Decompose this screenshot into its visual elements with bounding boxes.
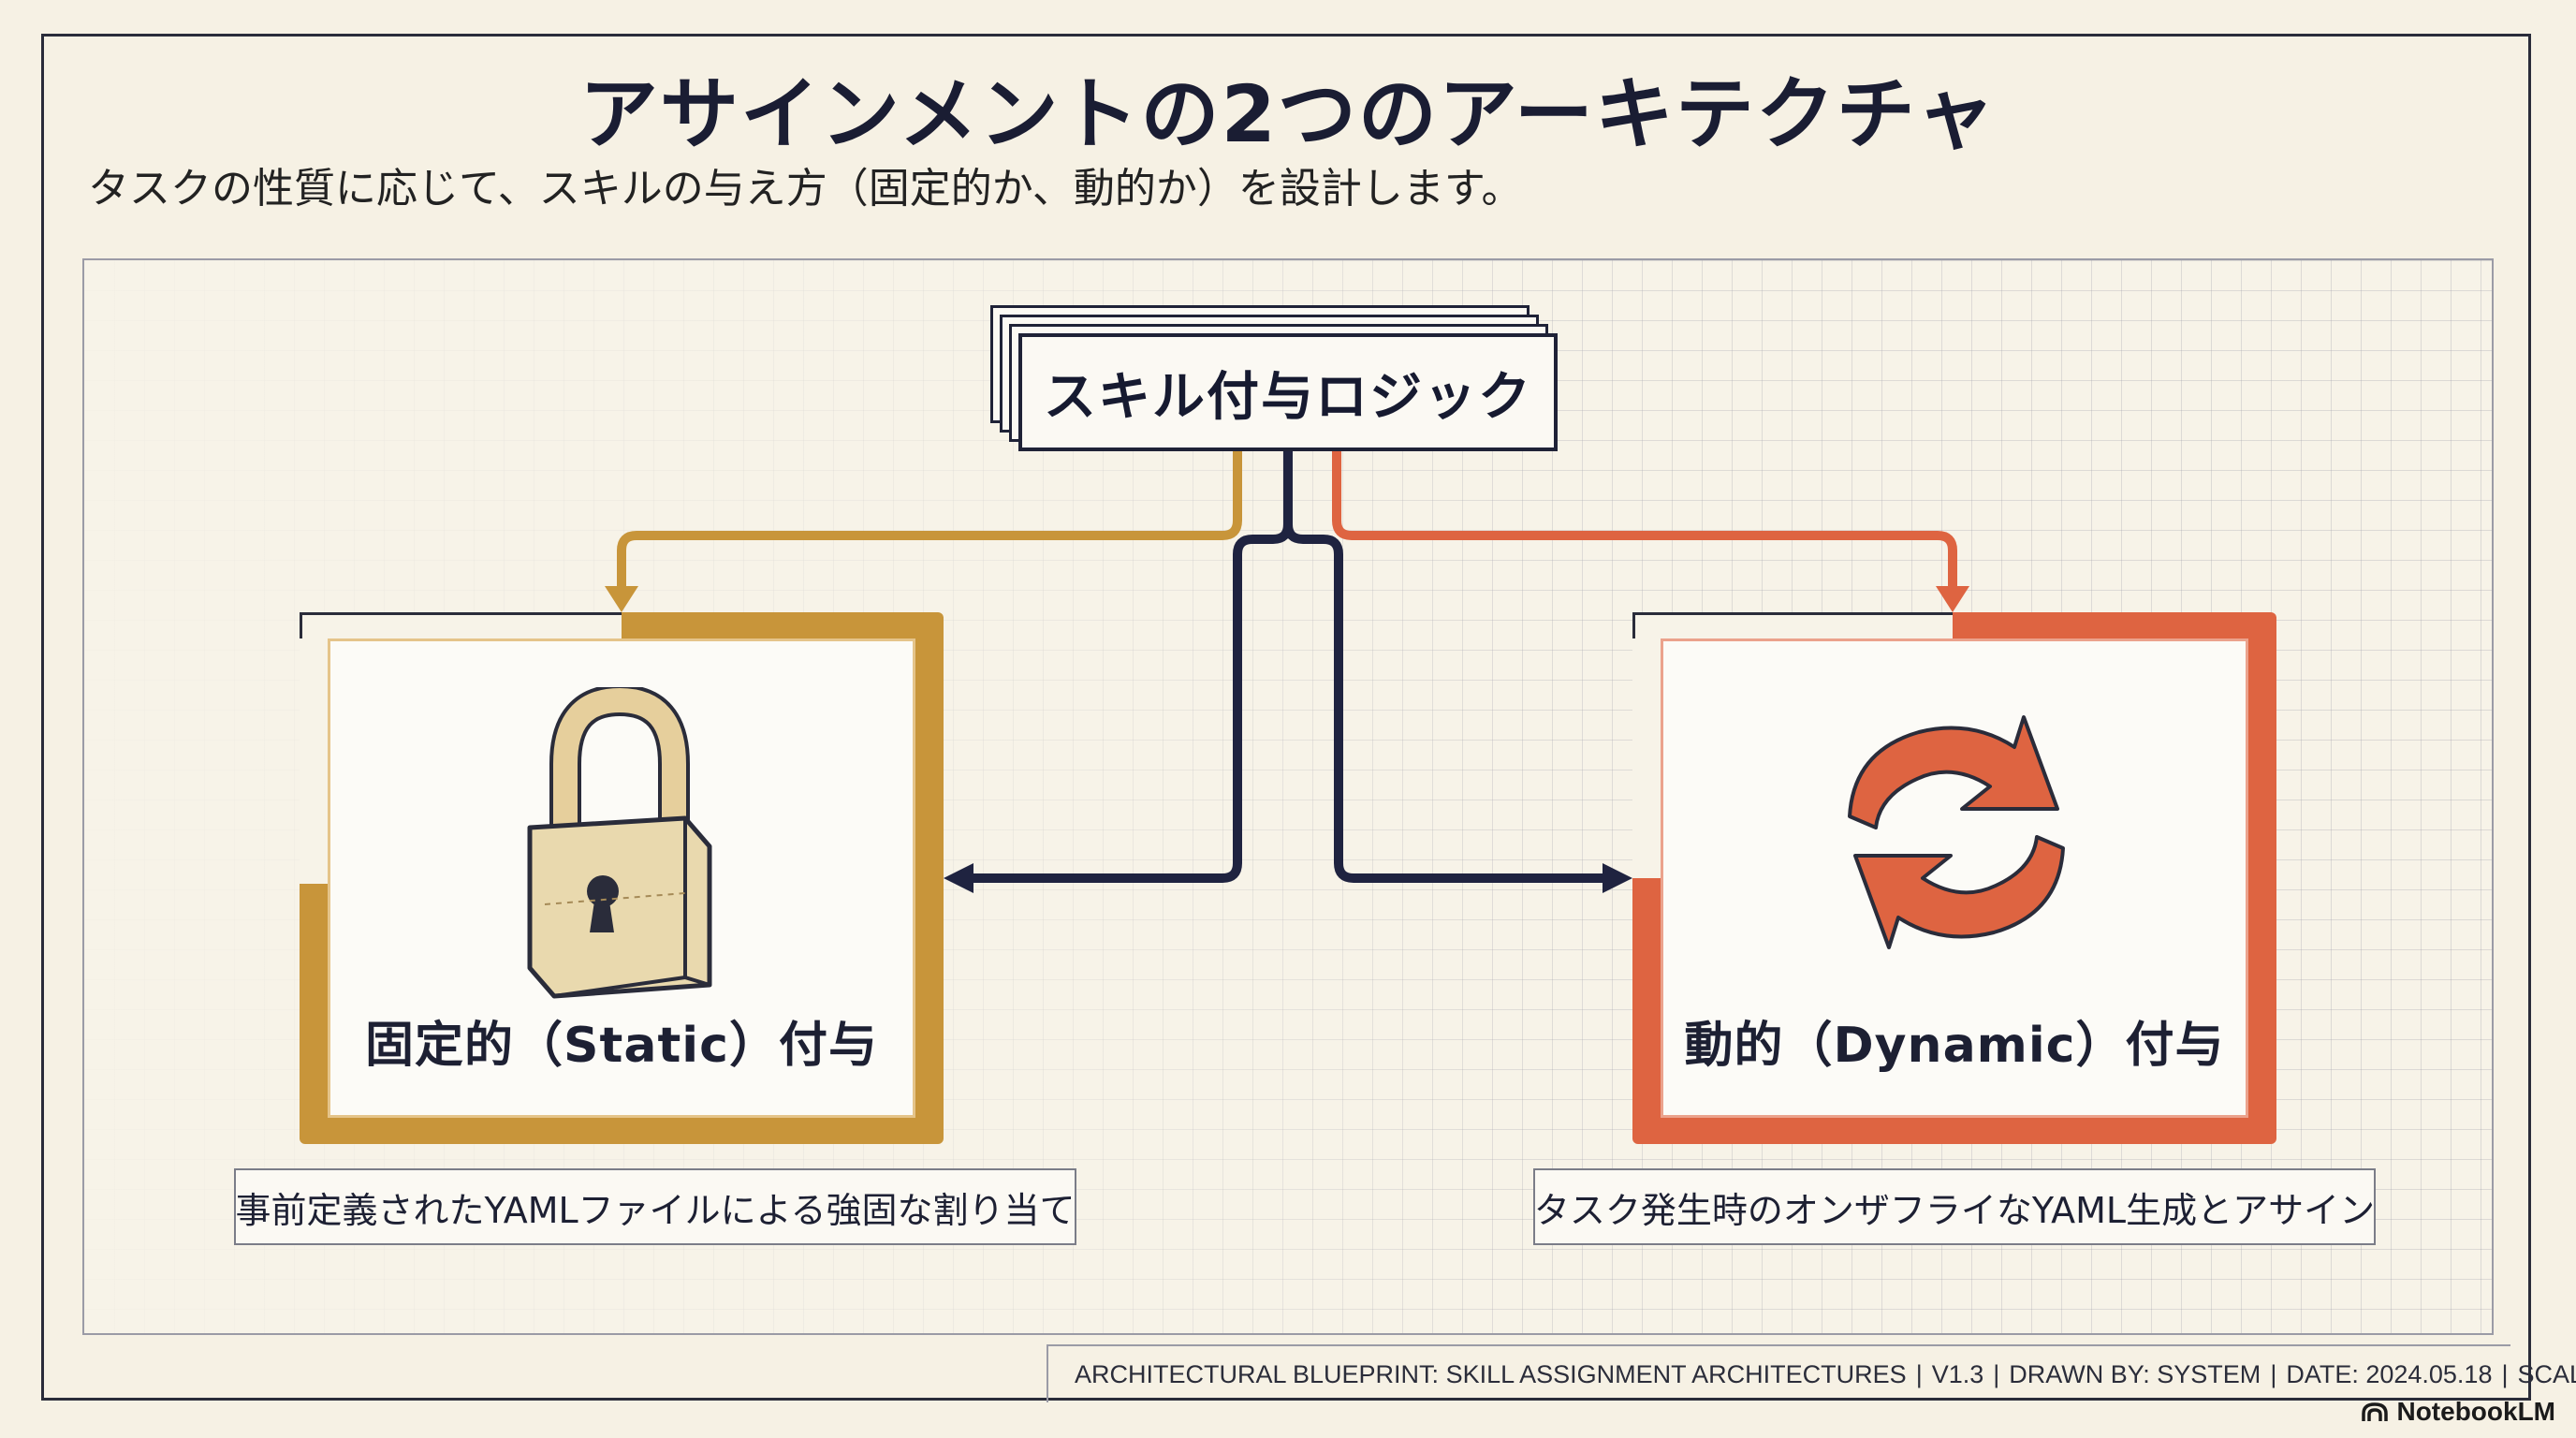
central-trunk xyxy=(970,451,1293,883)
dynamic-branch-arrow xyxy=(1332,451,1957,592)
notebooklm-watermark: NotebookLM xyxy=(2361,1393,2555,1431)
dynamic-card-label: 動的（Dynamic）付与 xyxy=(1684,1018,2225,1074)
brand-name: NotebookLM xyxy=(2396,1397,2555,1426)
static-branch-arrow xyxy=(617,451,1242,592)
footer-blueprint-title: ARCHITECTURAL BLUEPRINT: SKILL ASSIGNMEN… xyxy=(1075,1359,1907,1388)
skill-logic-box: スキル付与ロジック xyxy=(1018,333,1558,451)
page-title: アサインメントの2つのアーキテクチャ xyxy=(578,68,1998,160)
right-arrowhead xyxy=(1603,863,1632,893)
central-trunk-right xyxy=(1283,451,1606,883)
footer-scale: SCALE: NTS xyxy=(2517,1359,2576,1388)
static-card: 固定的（Static）付与 xyxy=(300,612,944,1144)
dynamic-note: タスク発生時のオンザフライなYAML生成とアサイン xyxy=(1533,1168,2376,1245)
blueprint-footer: ARCHITECTURAL BLUEPRINT: SKILL ASSIGNMEN… xyxy=(1046,1344,2576,1402)
static-note: 事前定義されたYAMLファイルによる強固な割り当て xyxy=(234,1168,1076,1245)
refresh-arrows-icon xyxy=(1848,715,2065,949)
dynamic-branch-arrowhead xyxy=(1936,586,1969,612)
static-branch-arrowhead xyxy=(605,586,638,612)
footer-version: V1.3 xyxy=(1931,1359,1984,1388)
padlock-icon xyxy=(527,687,712,999)
footer-date: DATE: 2024.05.18 xyxy=(2286,1359,2493,1388)
page-subtitle: タスクの性質に応じて、スキルの与え方（固定的か、動的か）を設計します。 xyxy=(88,165,1523,213)
footer-drawn-by: DRAWN BY: SYSTEM xyxy=(2009,1359,2261,1388)
outer-frame xyxy=(41,34,2531,1401)
left-arrowhead xyxy=(944,863,973,893)
dynamic-card: 動的（Dynamic）付与 xyxy=(1632,612,2276,1144)
static-card-label: 固定的（Static）付与 xyxy=(365,1018,878,1074)
notebooklm-logo-icon xyxy=(2362,1402,2389,1421)
